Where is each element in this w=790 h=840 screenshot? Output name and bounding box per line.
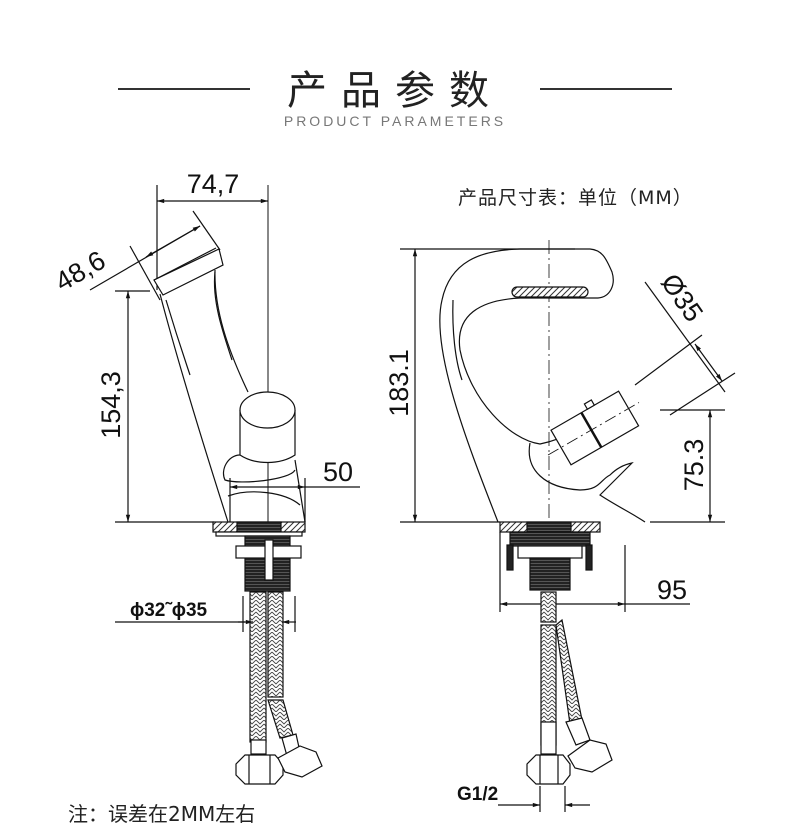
dim-handle-height: 75.3 [679,439,709,492]
dim-base-width: 50 [323,457,353,487]
dim-spout-diameter: 48,6 [50,245,111,297]
dim-width-top: 74,7 [187,169,240,199]
dim-reach: 95 [657,575,687,605]
dim-height-right: 183.1 [384,349,414,417]
unit-label: 产品尺寸表：单位（MM） [458,187,693,209]
page-subtitle: PRODUCT PARAMETERS [283,113,507,129]
title-rule-right [540,88,672,90]
title-rule-left [118,88,250,90]
tolerance-note: 注：误差在2MM左右 [68,802,256,826]
dim-handle-diameter: Ø35 [655,268,709,327]
dim-hole-diameter: ϕ32˜ϕ35 [130,600,208,621]
left-side-view: 74,7 48,6 154,3 50 ϕ32˜ϕ35 [50,169,360,785]
dim-thread: G1/2 [457,784,498,805]
page-title: 产品参数 [287,68,503,114]
right-front-view: 183.1 Ø35 75.3 95 G1/2 [384,240,736,812]
dim-height-left: 154,3 [96,371,126,439]
